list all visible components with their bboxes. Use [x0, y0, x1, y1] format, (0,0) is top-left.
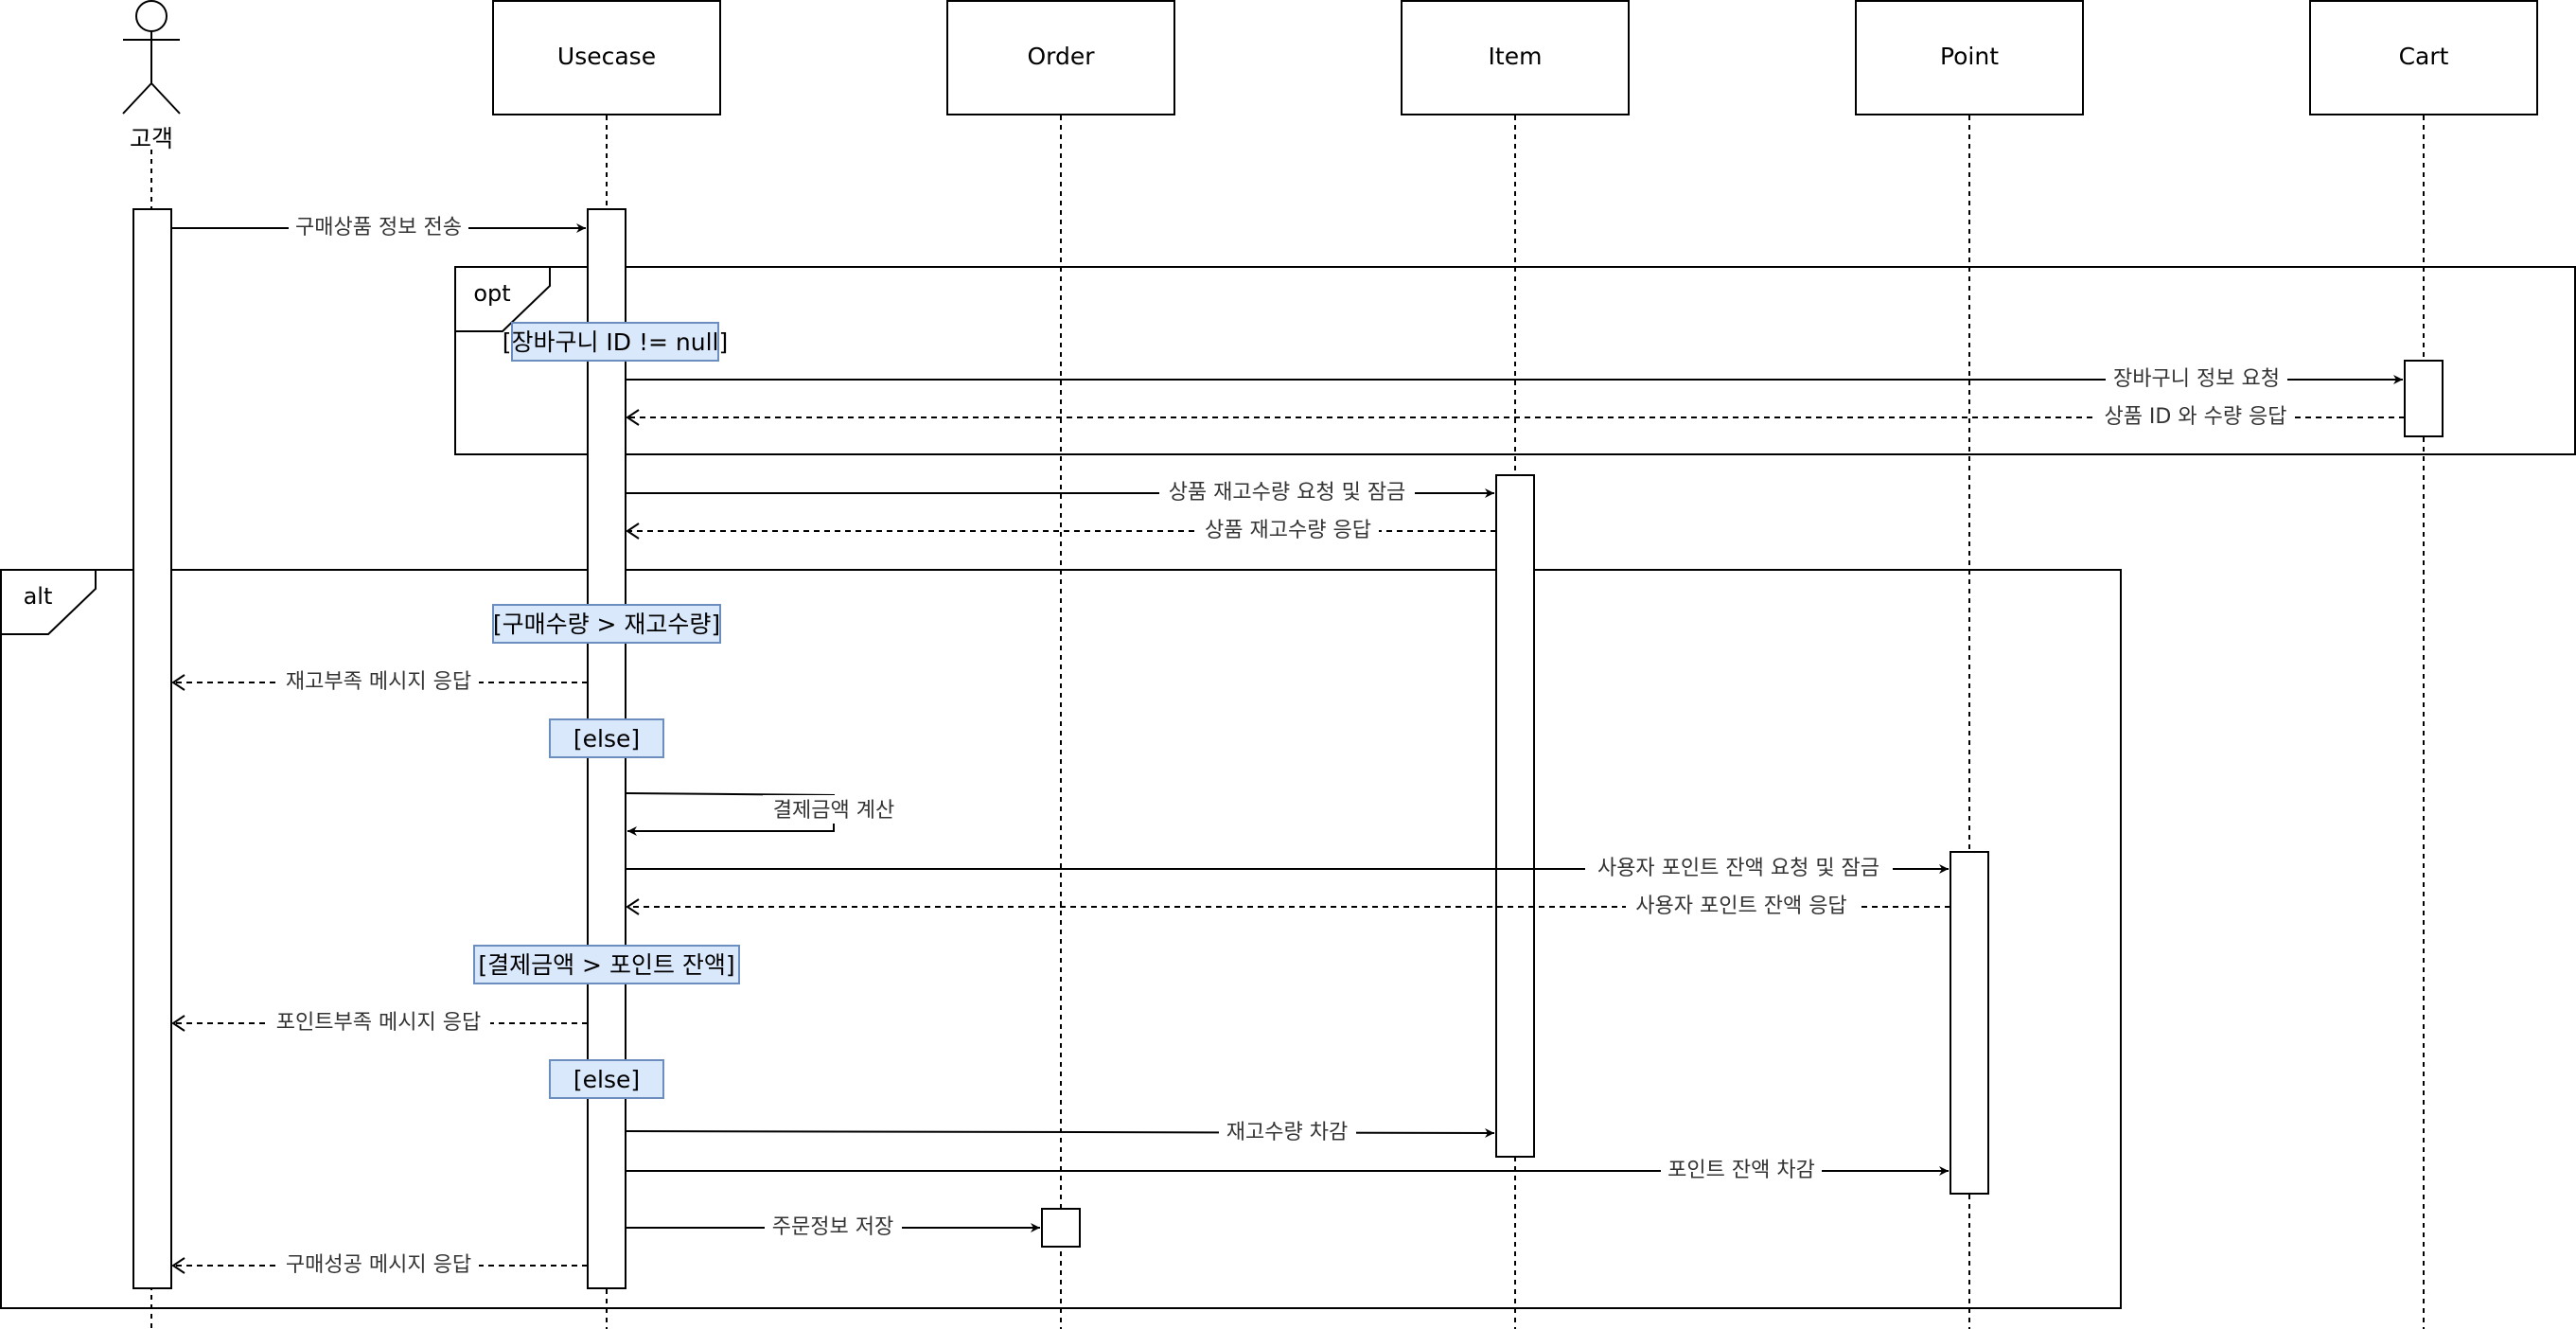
message-9: 사용자 포인트 잔액 응답 [626, 891, 1950, 919]
actor-label: 고객 [130, 125, 173, 152]
activation-point [1950, 851, 1989, 1195]
message-3-label: 상품 ID 와 수량 응답 [2104, 405, 2286, 429]
participant-label-usecase: Usecase [557, 43, 656, 70]
message-5-label: 상품 재고수량 응답 [1205, 519, 1371, 542]
participant-label-point: Point [1940, 43, 1999, 70]
opt-frame [454, 266, 2576, 455]
activation-cart [2404, 360, 2444, 437]
fragment-alt: alt [0, 569, 2122, 1309]
message-10: 포인트부족 메시지 응답 [171, 1007, 588, 1036]
message-2-label: 장바구니 정보 요청 [2113, 367, 2280, 391]
fragment-opt: opt [454, 266, 2576, 455]
message-3: 상품 ID 와 수량 응답 [626, 401, 2405, 430]
message-8-label: 사용자 포인트 잔액 요청 및 잠금 [1597, 857, 1879, 880]
alt-label: alt [24, 583, 53, 610]
message-6: 재고부족 메시지 응답 [171, 666, 588, 695]
guard-alt-2-text: [else] [573, 725, 640, 753]
activation-item [1495, 474, 1535, 1158]
opt-label: opt [473, 280, 510, 307]
message-13-label: 주문정보 저장 [772, 1215, 893, 1239]
message-6-label: 재고부족 메시지 응답 [286, 670, 471, 694]
activation-order [1041, 1208, 1081, 1248]
guard-alt-3: [결제금액 > 포인트 잔액] [473, 945, 740, 984]
participant-label-order: Order [1027, 43, 1095, 70]
message-14: 구매성공 메시지 응답 [171, 1249, 588, 1278]
guard-opt-text: [장바구니 ID != null] [503, 328, 729, 356]
message-11-label: 재고수량 차감 [1226, 1121, 1348, 1144]
message-1-label: 구매상품 정보 전송 [295, 216, 462, 239]
guard-alt-4: [else] [549, 1059, 664, 1099]
guard-alt-1-text: [구매수량 > 재고수량] [493, 611, 720, 638]
guard-alt-1: [구매수량 > 재고수량] [492, 604, 721, 644]
guard-alt-4-text: [else] [573, 1066, 640, 1093]
message-1: 구매상품 정보 전송 [171, 212, 586, 240]
message-7: 결제금액 계산 [625, 792, 905, 836]
guard-alt-3-text: [결제금액 > 포인트 잔액] [478, 951, 734, 979]
message-7-label: 결제금액 계산 [773, 799, 894, 823]
activation-customer [132, 208, 172, 1289]
guard-alt-2: [else] [549, 718, 664, 758]
participant-box-item [1401, 0, 1630, 115]
message-2: 장바구니 정보 요청 [626, 363, 2403, 392]
participant-headers: Usecase Order Item Point Cart [492, 0, 2538, 115]
participant-box-usecase [492, 0, 721, 115]
message-4: 상품 재고수량 요청 및 잠금 [626, 477, 1494, 505]
message-12-label: 포인트 잔액 차감 [1667, 1159, 1815, 1182]
actor-customer [122, 0, 181, 115]
participant-label-cart: Cart [2399, 43, 2449, 70]
participant-box-cart [2309, 0, 2538, 115]
message-11: 재고수량 차감 [625, 1117, 1495, 1145]
message-9-label: 사용자 포인트 잔액 응답 [1635, 895, 1846, 918]
message-5: 상품 재고수량 응답 [626, 515, 1496, 543]
alt-frame [0, 569, 2122, 1309]
opt-frame-tab [454, 266, 551, 332]
participant-box-point [1855, 0, 2084, 115]
message-10-label: 포인트부족 메시지 응답 [276, 1011, 481, 1035]
message-12: 포인트 잔액 차감 [626, 1155, 1949, 1183]
alt-frame-tab [0, 569, 97, 635]
message-8: 사용자 포인트 잔액 요청 및 잠금 [626, 853, 1949, 881]
guard-opt: [장바구니 ID != null] [503, 322, 729, 362]
message-13: 주문정보 저장 [626, 1212, 1040, 1240]
participant-box-order [946, 0, 1175, 115]
participant-label-item: Item [1489, 43, 1543, 70]
actor-head [135, 0, 168, 32]
message-4-label: 상품 재고수량 요청 및 잠금 [1169, 481, 1406, 505]
message-14-label: 구매성공 메시지 응답 [286, 1253, 471, 1277]
